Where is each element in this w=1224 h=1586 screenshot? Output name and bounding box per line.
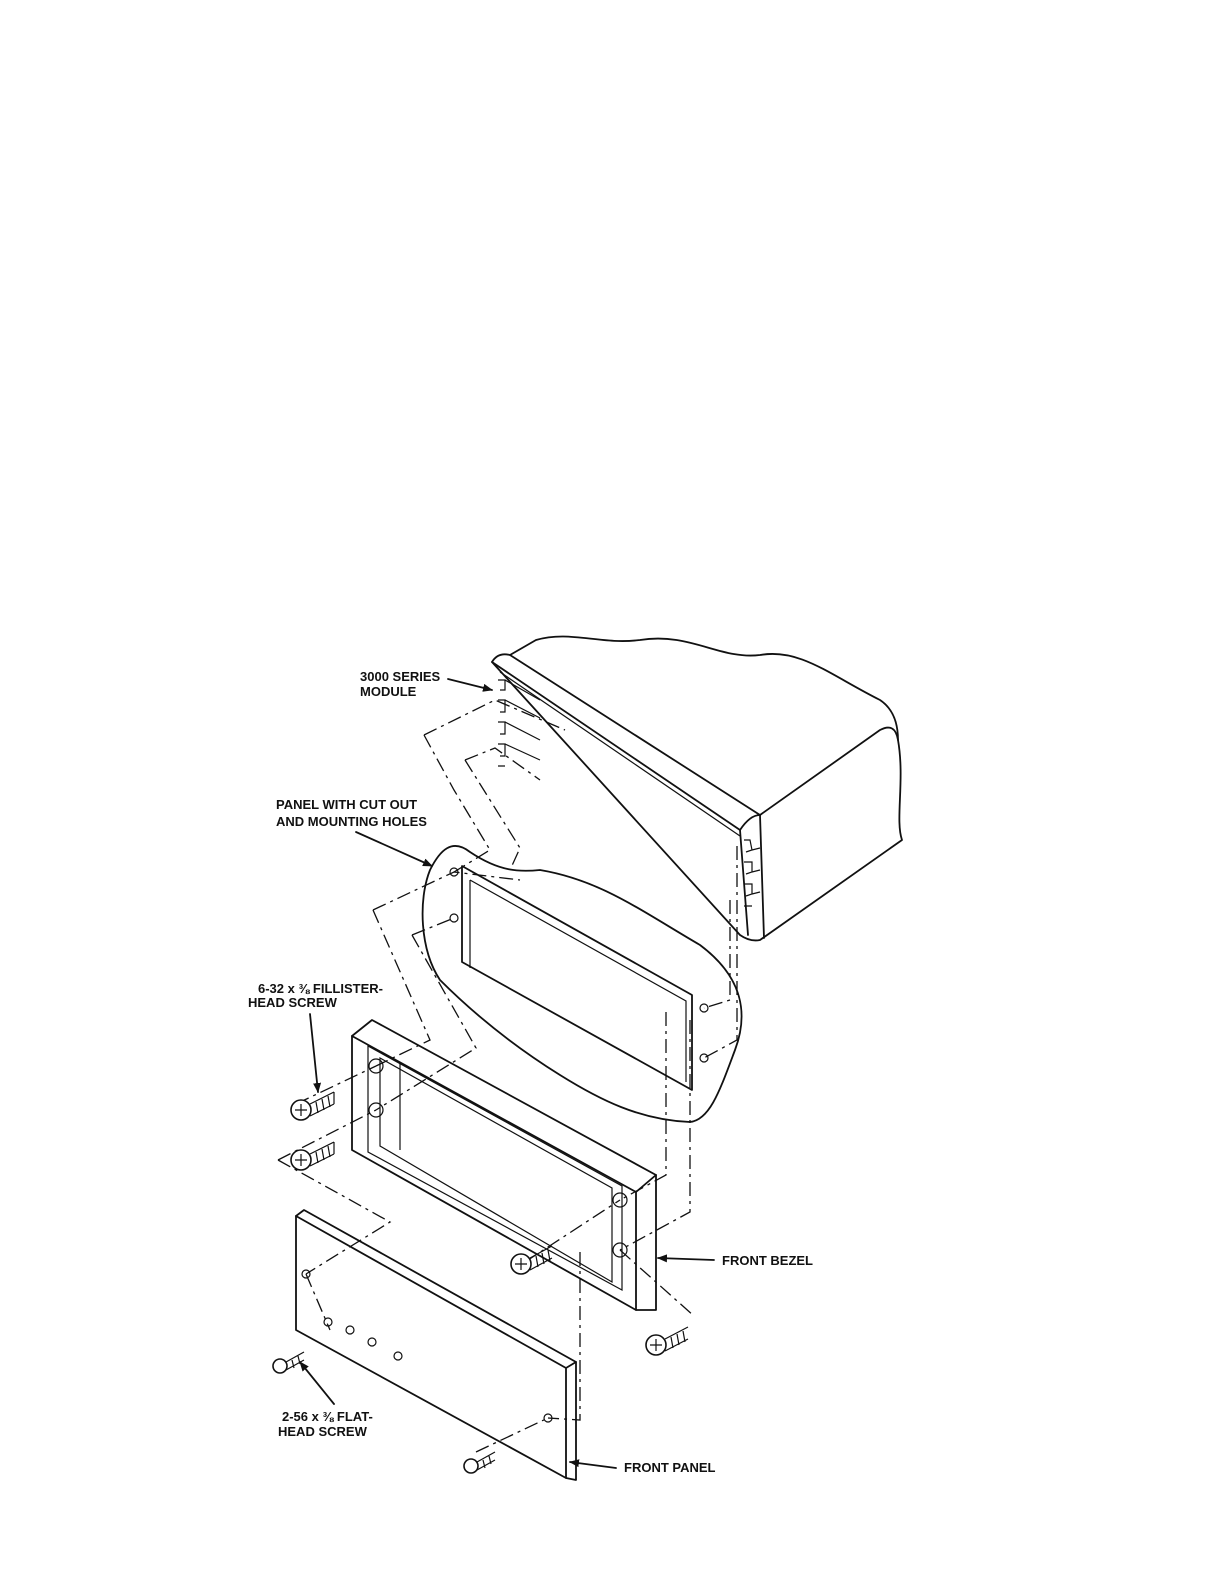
fillister-head-screw-upper [291,1092,334,1120]
label-front-bezel: FRONT BEZEL [658,1253,813,1268]
label-panel-line2: AND MOUNTING HOLES [276,814,427,829]
leader-arrow-flathead [300,1362,334,1404]
leader-arrow-bezel [658,1258,714,1260]
label-front-panel-text: FRONT PANEL [624,1460,716,1475]
label-module-line2: MODULE [360,684,417,699]
label-flathead-line1: 2-56 x ⅜ FLAT- [282,1409,373,1424]
leader-arrow-module [448,679,492,690]
leader-arrow-fillister [310,1014,318,1092]
label-flathead-screw: 2-56 x ⅜ FLAT- HEAD SCREW [278,1362,373,1439]
fillister-head-screw-lower [291,1142,334,1170]
label-bezel: FRONT BEZEL [722,1253,813,1268]
fillister-head-screw-right-outer [646,1327,688,1355]
label-panel: PANEL WITH CUT OUT AND MOUNTING HOLES [276,797,432,866]
label-fillister-line2: HEAD SCREW [248,995,338,1010]
label-panel-line1: PANEL WITH CUT OUT [276,797,417,812]
label-fillister-line1: 6-32 x ⅜ FILLISTER- [258,981,383,996]
label-flathead-line2: HEAD SCREW [278,1424,368,1439]
flat-head-screw-bottom [464,1452,495,1473]
leader-arrow-panel [356,832,432,866]
label-front-panel: FRONT PANEL [570,1460,716,1475]
label-module-line1: 3000 SERIES [360,669,441,684]
label-module: 3000 SERIES MODULE [360,669,492,699]
